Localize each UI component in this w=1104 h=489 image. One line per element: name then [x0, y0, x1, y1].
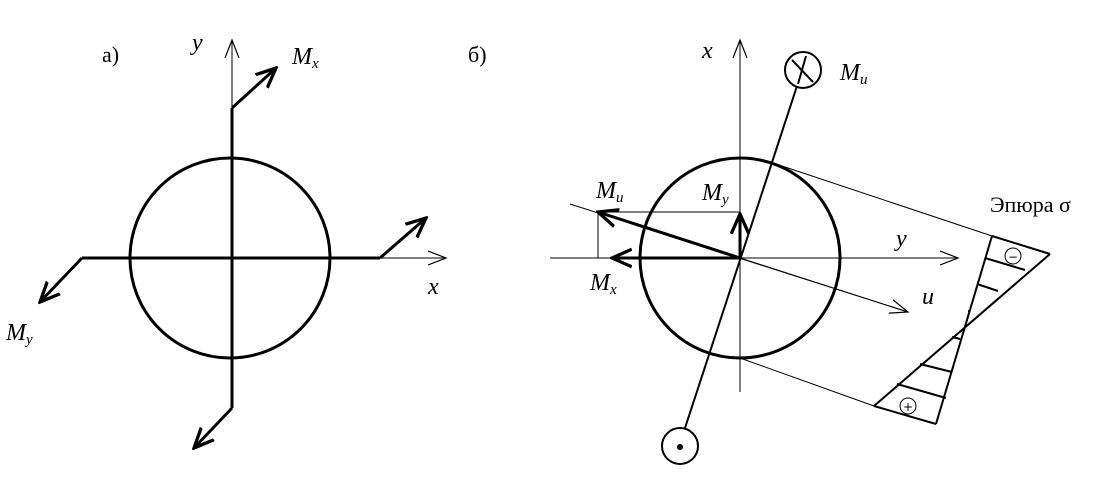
moment-y-label: My — [5, 320, 33, 348]
moment-x-arrow-top — [230, 68, 276, 110]
hatch-line — [984, 257, 1026, 271]
moment-y-label-b: My — [701, 180, 729, 208]
stress-diagram-title: Эпюра σ — [990, 192, 1071, 217]
hatch-line — [919, 363, 953, 373]
hatch-line — [976, 283, 999, 292]
axis-u-arrow — [739, 257, 908, 312]
stress-top-edge — [991, 235, 1051, 255]
stress-baseline — [935, 235, 993, 425]
panel-a: а) y x Mx My — [5, 30, 446, 448]
stress-bottom-edge — [873, 405, 937, 425]
axis-x-label: x — [427, 274, 439, 300]
hatch-line — [896, 383, 947, 399]
axis-x-label-b: x — [701, 38, 713, 64]
panel-b: б) x y u Mu Mu — [468, 38, 1071, 465]
projection-line-top — [769, 161, 993, 237]
moment-y-arrow-left — [40, 256, 84, 302]
moment-u-label: Mu — [595, 178, 624, 206]
minus-sign: − — [1008, 250, 1018, 264]
moment-y-arrow-right — [379, 218, 426, 260]
plus-sign: + — [903, 400, 913, 414]
force-into-page-icon — [784, 51, 822, 89]
moment-u-top-label: Mu — [839, 60, 868, 88]
moment-x-label-b: Mx — [589, 270, 617, 298]
stress-hypotenuse — [873, 253, 1051, 407]
hatch-line — [951, 336, 961, 340]
axis-u-label: u — [922, 284, 934, 310]
moment-x-arrow-bottom — [194, 406, 234, 448]
panel-a-label: а) — [102, 42, 119, 67]
projection-line-bottom — [739, 357, 875, 407]
axis-y-label: y — [190, 30, 203, 56]
moment-x-label: Mx — [291, 44, 319, 72]
minus-sign-circle — [1004, 247, 1022, 265]
moment-u-vector — [598, 212, 741, 260]
stress-diagram: − + — [873, 235, 1051, 425]
axis-y-label-b: y — [894, 226, 907, 252]
force-out-of-page-icon — [661, 427, 699, 465]
panel-b-label: б) — [468, 42, 487, 67]
plus-sign-circle — [899, 397, 917, 415]
